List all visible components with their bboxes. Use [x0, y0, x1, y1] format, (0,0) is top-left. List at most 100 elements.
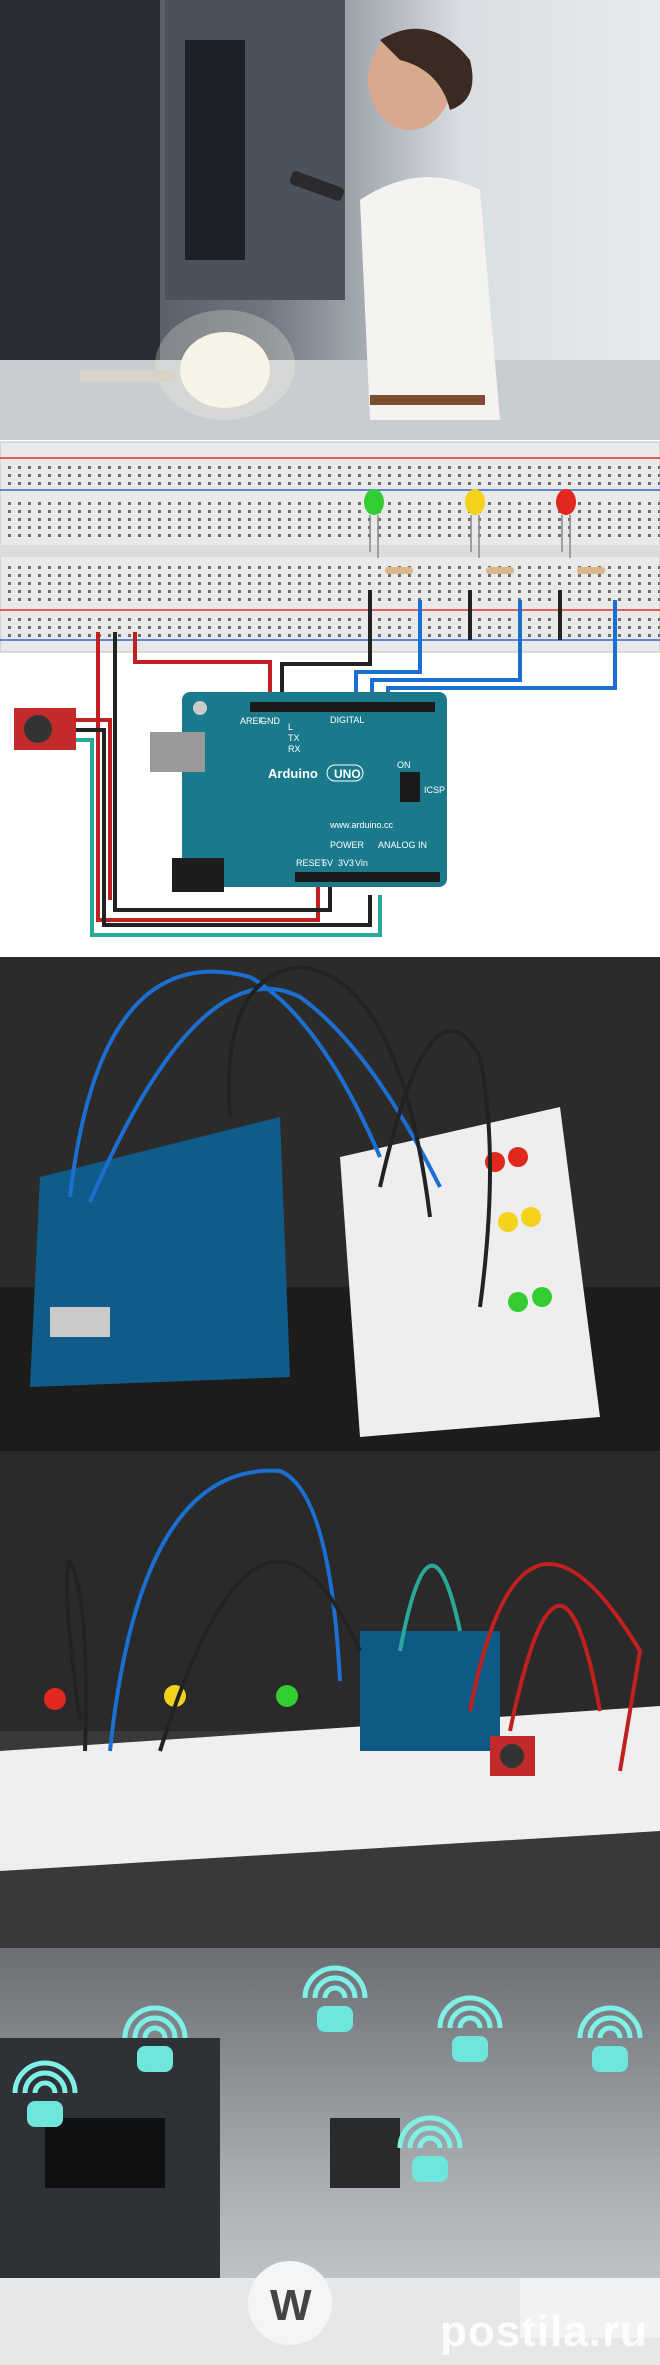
breadboard-hole: [98, 626, 101, 629]
breadboard-hole: [248, 482, 251, 485]
breadboard-hole: [248, 474, 251, 477]
breadboard-hole: [658, 482, 660, 485]
smart-home-interior: W postila.ru: [0, 1948, 660, 2365]
breadboard-hole: [508, 518, 511, 521]
breadboard-hole: [268, 618, 271, 621]
breadboard-hole: [188, 526, 191, 529]
breadboard-hole: [128, 466, 131, 469]
logo-letter: W: [270, 2281, 312, 2330]
breadboard-hole: [598, 618, 601, 621]
breadboard-hole: [48, 482, 51, 485]
breadboard-hole: [268, 582, 271, 585]
breadboard-hole: [18, 526, 21, 529]
breadboard-hole: [568, 626, 571, 629]
breadboard-hole: [538, 510, 541, 513]
breadboard-hole: [118, 466, 121, 469]
wire-black: [76, 728, 372, 927]
breadboard-hole: [598, 502, 601, 505]
breadboard-hole: [88, 574, 91, 577]
breadboard-hole: [508, 482, 511, 485]
breadboard-hole: [18, 618, 21, 621]
breadboard-hole: [78, 482, 81, 485]
breadboard-hole: [578, 534, 581, 537]
breadboard-hole: [128, 518, 131, 521]
breadboard-hole: [118, 634, 121, 637]
breadboard-hole: [598, 510, 601, 513]
breadboard-hole: [58, 574, 61, 577]
breadboard-hole: [88, 466, 91, 469]
breadboard-hole: [98, 566, 101, 569]
breadboard-hole: [538, 502, 541, 505]
breadboard-hole: [8, 518, 11, 521]
breadboard-hole: [458, 526, 461, 529]
uno-label: UNO: [334, 767, 361, 781]
breadboard-hole: [538, 566, 541, 569]
breadboard-hole: [448, 590, 451, 593]
breadboard-hole: [378, 526, 381, 529]
breadboard-hole: [158, 574, 161, 577]
breadboard-hole: [278, 582, 281, 585]
breadboard-hole: [158, 590, 161, 593]
breadboard-hole: [608, 618, 611, 621]
breadboard-hole: [168, 482, 171, 485]
breadboard-hole: [558, 526, 561, 529]
breadboard-hole: [128, 574, 131, 577]
breadboard-hole: [438, 582, 441, 585]
breadboard-hole: [18, 510, 21, 513]
breadboard-hole: [658, 510, 660, 513]
breadboard-hole: [228, 590, 231, 593]
breadboard-hole: [248, 626, 251, 629]
photo-woman-voice-control: [0, 0, 660, 440]
breadboard-hole: [418, 582, 421, 585]
breadboard-hole: [48, 598, 51, 601]
breadboard-hole: [648, 534, 651, 537]
breadboard-hole: [128, 566, 131, 569]
breadboard-hole: [38, 534, 41, 537]
breadboard-hole: [348, 574, 351, 577]
breadboard-hole: [428, 502, 431, 505]
breadboard-hole: [28, 626, 31, 629]
breadboard-hole: [238, 482, 241, 485]
breadboard-hole: [298, 534, 301, 537]
breadboard-hole: [618, 482, 621, 485]
breadboard-hole: [138, 590, 141, 593]
breadboard-hole: [58, 510, 61, 513]
breadboard-hole: [218, 518, 221, 521]
breadboard-hole: [358, 518, 361, 521]
wire-black: [64, 1557, 88, 1752]
breadboard-hole: [78, 626, 81, 629]
breadboard-hole: [238, 502, 241, 505]
breadboard-hole: [568, 582, 571, 585]
breadboard-hole: [628, 526, 631, 529]
breadboard-hole: [608, 502, 611, 505]
breadboard-hole: [278, 598, 281, 601]
breadboard-hole: [298, 566, 301, 569]
breadboard-hole: [108, 626, 111, 629]
breadboard-hole: [98, 502, 101, 505]
breadboard-hole: [148, 618, 151, 621]
breadboard-hole: [408, 626, 411, 629]
breadboard-hole: [168, 598, 171, 601]
breadboard-hole: [228, 574, 231, 577]
breadboard-hole: [328, 466, 331, 469]
breadboard-hole: [58, 626, 61, 629]
breadboard-hole: [188, 474, 191, 477]
breadboard-hole: [18, 598, 21, 601]
breadboard-hole: [108, 510, 111, 513]
breadboard-hole: [628, 482, 631, 485]
breadboard-hole: [328, 502, 331, 505]
breadboard-hole: [58, 618, 61, 621]
breadboard-hole: [228, 534, 231, 537]
breadboard-hole: [258, 598, 261, 601]
microphone-capsule: [24, 715, 52, 743]
breadboard-hole: [218, 502, 221, 505]
breadboard-hole: [168, 510, 171, 513]
breadboard-hole: [178, 466, 181, 469]
breadboard-hole: [38, 574, 41, 577]
breadboard-hole: [648, 474, 651, 477]
breadboard-hole: [118, 566, 121, 569]
breadboard-hole: [528, 466, 531, 469]
breadboard-hole: [68, 466, 71, 469]
breadboard-hole: [188, 574, 191, 577]
breadboard-hole: [228, 474, 231, 477]
